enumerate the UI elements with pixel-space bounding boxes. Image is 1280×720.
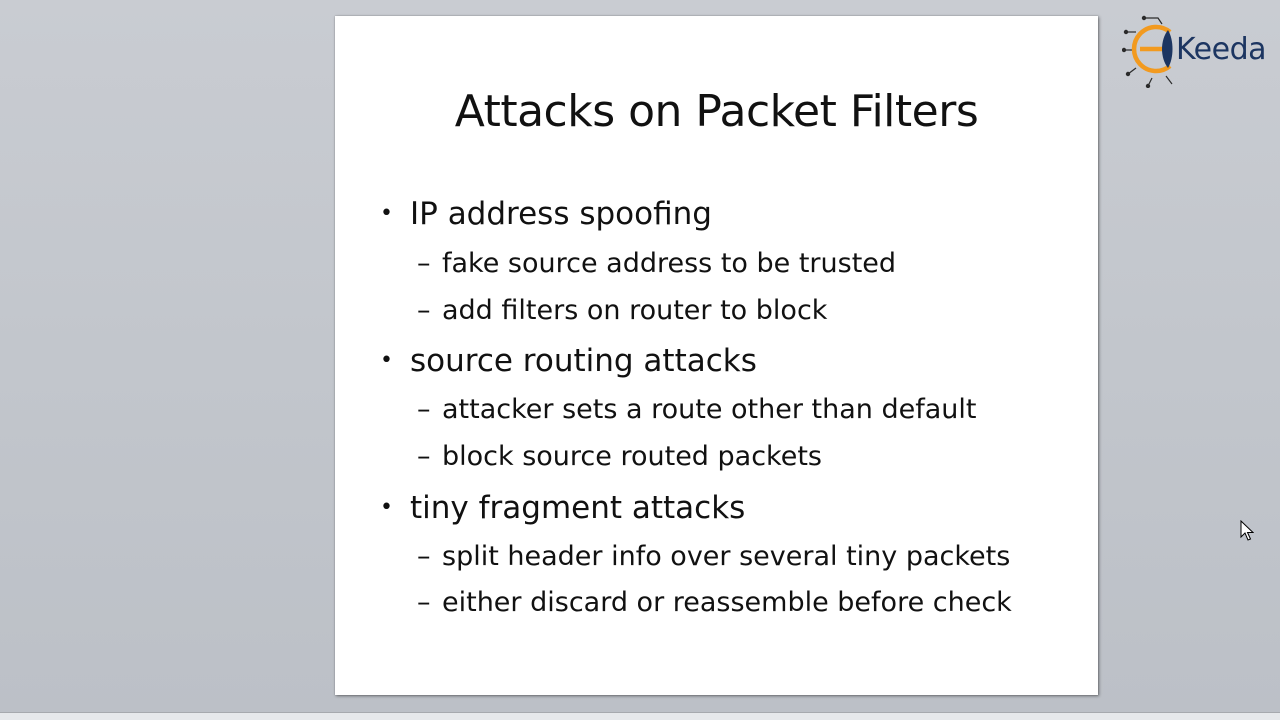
sub-bullet-item: –attacker sets a route other than defaul… [417, 396, 977, 423]
sub-bullet-item: –fake source address to be trusted [417, 250, 896, 277]
slide-title[interactable]: Attacks on Packet Filters [454, 86, 979, 137]
sub-bullet-text: fake source address to be trusted [442, 248, 897, 279]
sub-bullet-text: split header info over several tiny pack… [442, 541, 1011, 572]
sub-bullet-item: –block source routed packets [417, 443, 822, 470]
sub-bullet-marker: – [417, 541, 431, 572]
bullet-item: • tiny fragment attacks [380, 493, 745, 524]
status-bar [0, 712, 1280, 720]
ekeeda-logo-text: Keeda [1176, 32, 1267, 67]
slide-content-placeholder[interactable]: •IP address spoofing –fake source addres… [335, 16, 1098, 695]
bullet-text: IP address spoofing [410, 196, 712, 232]
mouse-pointer-icon [1240, 520, 1254, 541]
sub-bullet-marker: – [417, 394, 431, 425]
bullet-item: • source routing attacks [380, 346, 757, 377]
sub-bullet-text: either discard or reassemble before chec… [442, 587, 1012, 618]
bullet-marker: • [380, 495, 393, 520]
sub-bullet-text: block source routed packets [442, 441, 822, 472]
bullet-text: tiny fragment attacks [410, 490, 746, 526]
sub-bullet-text: attacker sets a route other than default [442, 394, 977, 425]
sub-bullet-text: add filters on router to block [442, 295, 828, 326]
bullet-item: • IP address spoofing [380, 199, 712, 230]
slide-canvas[interactable]: Attacks on Packet Filters • IP address sp… [335, 16, 1098, 695]
sub-bullet-marker: – [417, 248, 431, 279]
sub-bullet-item: –split header info over several tiny pac… [417, 543, 1010, 570]
ekeeda-logo-mark-icon [1121, 15, 1173, 89]
sub-bullet-marker: – [417, 295, 431, 326]
bullet-marker: • [380, 348, 393, 373]
sub-bullet-item: –either discard or reassemble before che… [417, 589, 1012, 616]
ekeeda-logo: Keeda [1121, 10, 1272, 89]
sub-bullet-marker: – [417, 587, 431, 618]
bullet-marker: • [380, 201, 393, 226]
sub-bullet-marker: – [417, 441, 431, 472]
bullet-text: source routing attacks [410, 343, 757, 379]
sub-bullet-item: –add filters on router to block [417, 297, 827, 324]
